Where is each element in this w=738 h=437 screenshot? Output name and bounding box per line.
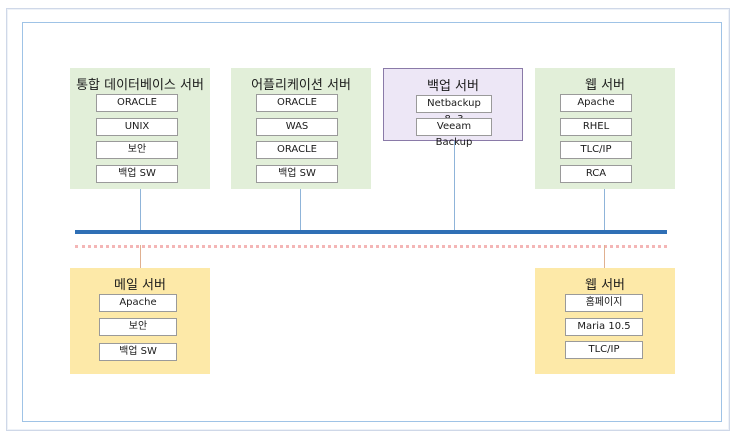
server-box-application: 어플리케이션 서버 ORACLE WAS ORACLE 백업 SW (231, 68, 371, 189)
component-item: WAS (256, 118, 338, 136)
server-title: 백업 서버 (427, 79, 479, 94)
server-box-web-bottom: 웹 서버 홈페이지 Maria 10.5 TLC/IP (535, 268, 675, 374)
component-item: 백업 SW (256, 165, 338, 183)
component-item: UNIX (96, 118, 178, 136)
server-title: 통합 데이터베이스 서버 (76, 78, 204, 93)
component-item: ORACLE (96, 94, 178, 112)
connector-line (140, 245, 141, 268)
server-title: 메일 서버 (114, 278, 166, 293)
component-item: Veeam Backup (416, 118, 492, 148)
component-item: Netbackup 8..3 (416, 95, 492, 125)
component-item: ORACLE (256, 94, 338, 112)
connector-line (604, 189, 605, 231)
component-item: 보안 (99, 318, 177, 336)
connector-line (454, 141, 455, 231)
component-item: RCA (560, 165, 632, 183)
component-item: 보안 (96, 141, 178, 159)
component-item: TLC/IP (565, 341, 643, 359)
server-title: 웹 서버 (584, 278, 625, 293)
server-box-web-top: 웹 서버 Apache RHEL TLC/IP RCA (535, 68, 675, 189)
connector-line (140, 189, 141, 231)
server-title: 웹 서버 (584, 78, 625, 93)
component-item: 백업 SW (99, 343, 177, 361)
connector-line (604, 245, 605, 268)
server-box-mail: 메일 서버 Apache 보안 백업 SW (70, 268, 210, 374)
diagram-border (22, 22, 722, 422)
server-box-backup: 백업 서버 Netbackup 8..3 Veeam Backup (383, 68, 523, 148)
component-item: TLC/IP (560, 141, 632, 159)
component-item: 백업 SW (96, 165, 178, 183)
component-item: 홈페이지 (565, 294, 643, 312)
component-item: Apache (560, 94, 632, 112)
component-item: Apache (99, 294, 177, 312)
component-item: RHEL (560, 118, 632, 136)
network-bus (75, 230, 667, 234)
component-item: Maria 10.5 (565, 318, 643, 336)
server-title: 어플리케이션 서버 (251, 78, 351, 93)
dashed-separator (75, 245, 667, 248)
server-box-integrated-db: 통합 데이터베이스 서버 ORACLE UNIX 보안 백업 SW (70, 68, 210, 189)
component-item: ORACLE (256, 141, 338, 159)
outer-frame (6, 8, 730, 431)
connector-line (300, 189, 301, 231)
